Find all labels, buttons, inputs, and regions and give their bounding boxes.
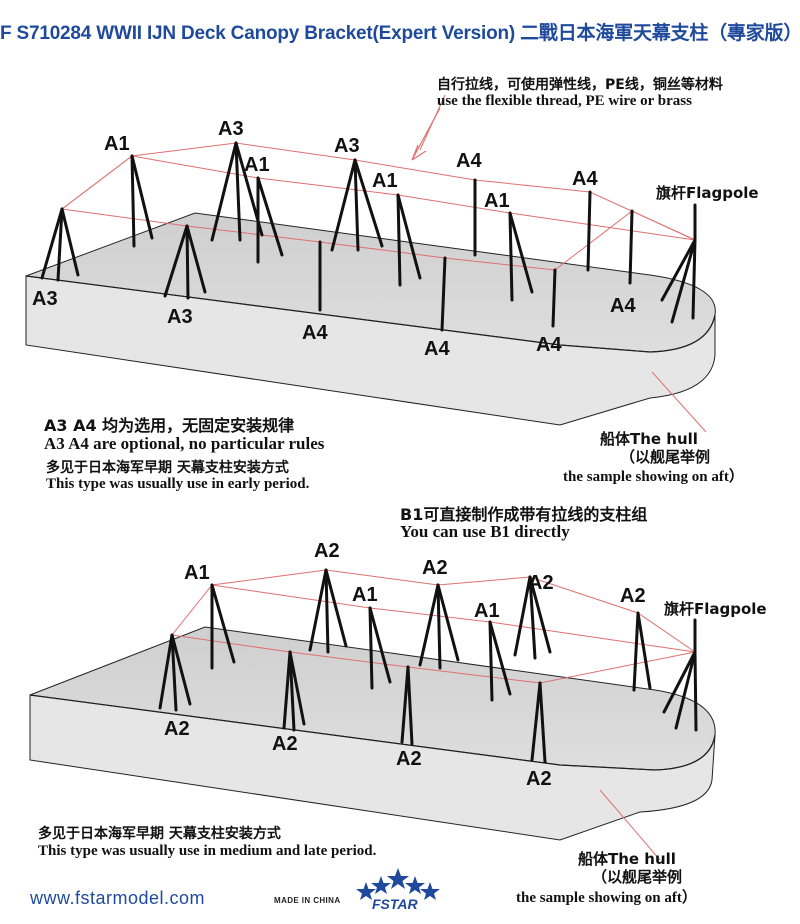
part-label: A2 — [422, 557, 448, 579]
part-label: A4 — [424, 338, 450, 360]
part-label: A2 — [528, 572, 554, 594]
top-note-3: 多见于日本海军早期 天幕支柱安装方式 — [46, 460, 289, 476]
bottom-flagpole-label: 旗杆Flagpole — [664, 600, 767, 618]
star-icon — [371, 876, 391, 894]
part-label: A3 — [32, 288, 58, 310]
brand-logo: FSTAR — [372, 896, 418, 912]
part-label: A1 — [352, 584, 378, 606]
bottom-note-1: 多见于日本海军早期 天幕支柱安装方式 — [38, 826, 281, 842]
bottom-hull-label-3: the sample showing on aft） — [516, 890, 697, 906]
star-icon — [420, 882, 440, 900]
part-label: A1 — [184, 562, 210, 584]
top-brackets — [40, 141, 697, 332]
part-label: A1 — [474, 600, 500, 622]
top-note-4: This type was usually use in early perio… — [46, 476, 310, 492]
bottom-hull-label-2: （以舰尾举例 — [592, 868, 683, 886]
part-label: A2 — [314, 540, 340, 562]
b1-note-cn: B1可直接制作成带有拉线的支柱组 — [400, 505, 648, 524]
part-label: A2 — [526, 768, 552, 790]
part-label: A4 — [610, 295, 636, 317]
star-icon — [387, 868, 409, 889]
part-label: A2 — [620, 585, 646, 607]
top-hull-pointer — [651, 371, 707, 433]
page-title: F S710284 WWII IJN Deck Canopy Bracket(E… — [0, 23, 800, 44]
star-icon — [356, 882, 376, 900]
part-label: A4 — [302, 322, 328, 344]
part-label: A1 — [484, 190, 510, 212]
top-flagpole-label: 旗杆Flagpole — [656, 184, 759, 202]
part-label: A3 — [218, 118, 244, 140]
part-label: A3 — [167, 306, 193, 328]
top-hull-label-2: （以舰尾举例 — [620, 448, 711, 466]
thread-note-en: use the flexible thread, PE wire or bras… — [437, 93, 692, 109]
top-note-2: A3 A4 are optional, no particular rules — [44, 434, 325, 453]
top-hull-label-3: the sample showing on aft） — [563, 469, 744, 485]
bottom-hull-label-1: 船体The hull — [578, 850, 676, 868]
part-label: A4 — [572, 168, 598, 190]
thread-arrow — [411, 107, 441, 161]
b1-note-en: You can use B1 directly — [400, 522, 570, 541]
part-label: A2 — [164, 718, 190, 740]
part-label: A1 — [104, 133, 130, 155]
thread-note-cn: 自行拉线，可使用弹性线，PE线，铜丝等材料 — [437, 77, 723, 93]
bottom-note-2: This type was usually use in medium and … — [38, 843, 377, 859]
bottom-hull-pointer — [599, 789, 661, 861]
part-label: A2 — [396, 748, 422, 770]
top-hull-label-1: 船体The hull — [600, 430, 698, 448]
top-note-1: A3 A4 均为选用，无固定安装规律 — [44, 416, 295, 435]
star-icon — [405, 876, 425, 894]
part-label: A1 — [244, 154, 270, 176]
part-label: A4 — [536, 334, 562, 356]
part-label: A4 — [456, 150, 482, 172]
footer-url[interactable]: www.fstarmodel.com — [30, 888, 206, 908]
made-in-china: MADE IN CHINA — [274, 896, 341, 905]
part-label: A3 — [334, 135, 360, 157]
part-label: A2 — [272, 733, 298, 755]
top-hull — [25, 212, 716, 426]
footer-stars — [356, 868, 440, 900]
part-label: A1 — [372, 170, 398, 192]
bottom-brackets — [158, 568, 698, 764]
